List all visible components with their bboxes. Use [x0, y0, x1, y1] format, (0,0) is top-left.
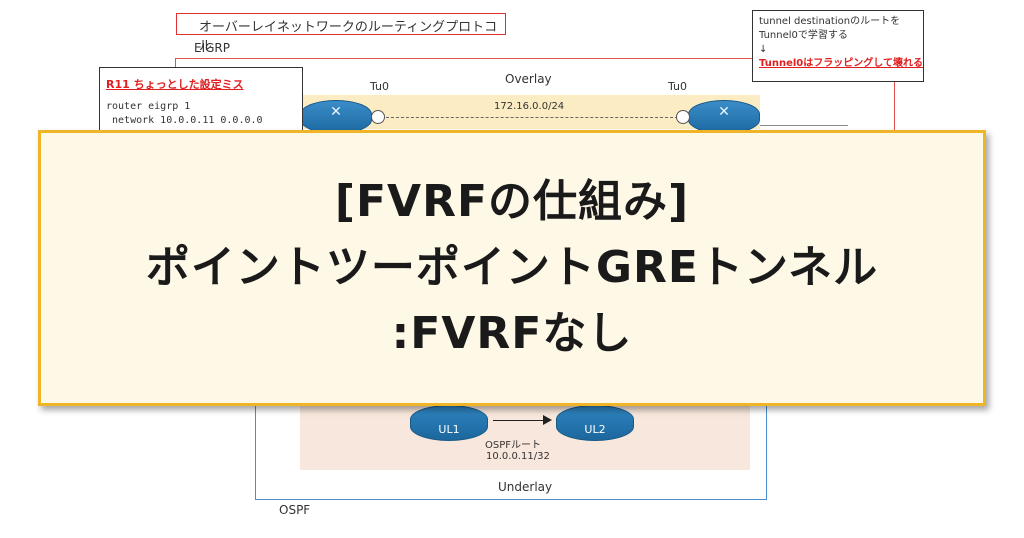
down-arrow-icon: ↓: [759, 44, 768, 55]
note-line: Tunnel0で学習する: [759, 30, 848, 41]
underlay-band: [300, 400, 750, 470]
route-arrow-line: [493, 420, 545, 421]
router-ul1-label: UL1: [438, 423, 460, 436]
router-ul2: UL2: [556, 405, 634, 441]
tunnel-endpoint-right: [676, 110, 690, 124]
note-line: tunnel destinationのルートを: [759, 16, 901, 27]
underlay-label: Underlay: [498, 480, 553, 494]
overlay-subnet: 172.16.0.0/24: [494, 101, 565, 112]
router-ul2-label: UL2: [584, 423, 606, 436]
diagram-caption: オーバーレイネットワークのルーティングプロトコル: [176, 13, 506, 54]
title-line-1: [FVRFの仕組み]: [334, 176, 690, 227]
overlay-label: Overlay: [505, 72, 552, 86]
tunnel-endpoint-left: [371, 110, 385, 124]
config-line: router eigrp 1: [106, 101, 191, 112]
ospf-route-label: OSPFルート: [485, 440, 542, 451]
title-card: [FVRFの仕組み] ポイントツーポイントGREトンネル :FVRFなし: [38, 130, 986, 406]
config-box: R11 ちょっとした設定ミス router eigrp 1 network 10…: [99, 67, 303, 137]
tunnel-left-label: Tu0: [370, 80, 390, 93]
router-icon-left: [300, 100, 372, 134]
eigrp-label: EIGRP: [194, 41, 230, 55]
ospf-route-network: 10.0.0.11/32: [486, 451, 550, 462]
arrow-right-icon: [543, 415, 552, 425]
link-line: [760, 125, 848, 126]
config-title: R11 ちょっとした設定ミス: [106, 78, 244, 91]
router-icon-right: [688, 100, 760, 134]
router-ul1: UL1: [410, 405, 488, 441]
note-box: tunnel destinationのルートを Tunnel0で学習する ↓ T…: [752, 10, 924, 82]
ospf-label: OSPF: [279, 503, 311, 517]
ospf-region: [255, 400, 767, 500]
tunnel-right-label: Tu0: [668, 80, 688, 93]
title-line-2: ポイントツーポイントGREトンネル: [145, 242, 879, 293]
title-line-3: :FVRFなし: [391, 308, 633, 359]
config-line: network 10.0.0.11 0.0.0.0: [106, 115, 263, 126]
tunnel-line: [386, 117, 678, 118]
note-warning: Tunnel0はフラッピングして壊れる: [759, 58, 923, 69]
